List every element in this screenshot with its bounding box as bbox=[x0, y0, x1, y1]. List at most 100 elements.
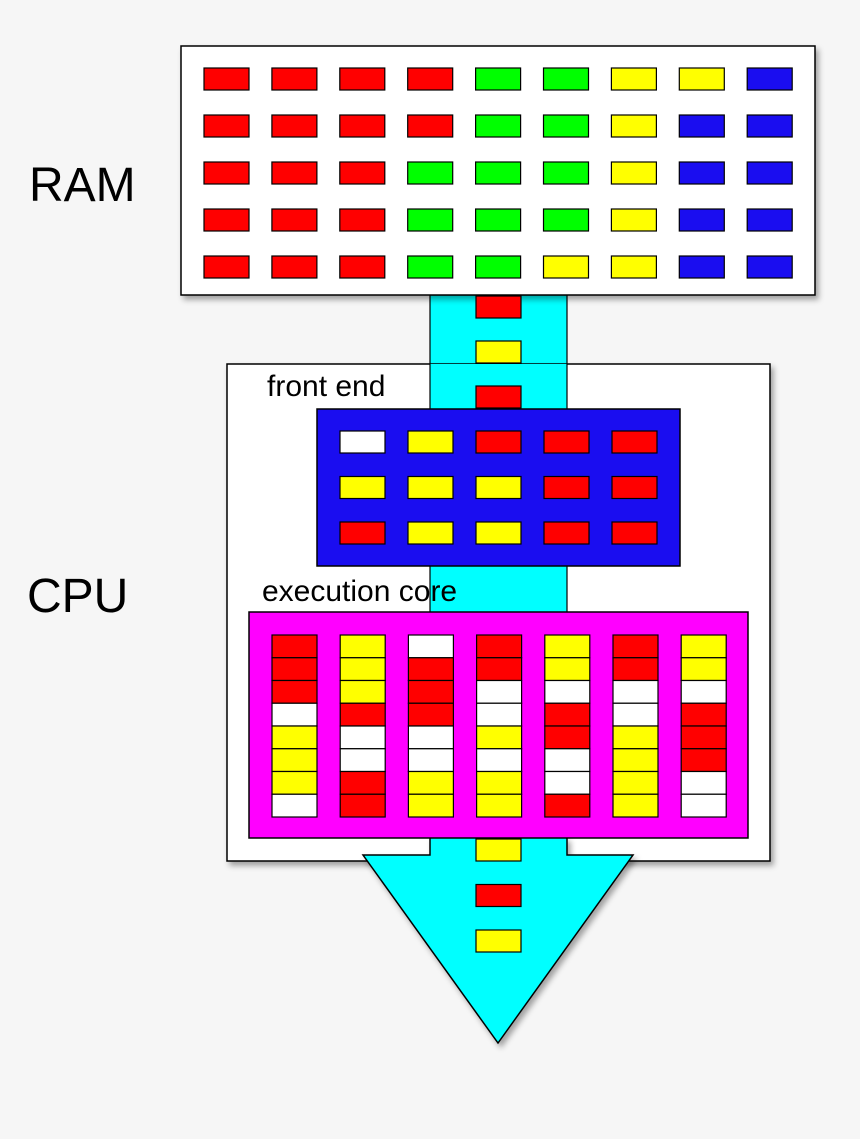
front-end-instruction-cell bbox=[543, 521, 590, 545]
execution-instruction-cell bbox=[339, 770, 386, 795]
execution-instruction-cell bbox=[612, 634, 659, 659]
ram-instruction-cell bbox=[339, 161, 386, 185]
execution-instruction-cell bbox=[612, 748, 659, 773]
outgoing-stream bbox=[475, 838, 522, 953]
ram-instruction-cell bbox=[678, 255, 725, 279]
front-end-grid bbox=[339, 430, 658, 545]
ram-instruction-cell bbox=[407, 255, 454, 279]
ram-instruction-cell bbox=[407, 67, 454, 91]
ram-instruction-cell bbox=[746, 161, 793, 185]
ram-instruction-cell bbox=[339, 114, 386, 138]
execution-core-grid bbox=[271, 634, 727, 818]
ram-instruction-cell bbox=[542, 208, 590, 232]
ram-instruction-cell bbox=[407, 161, 454, 185]
front-end-instruction-cell bbox=[339, 430, 386, 454]
execution-instruction-cell bbox=[339, 679, 386, 704]
ram-instruction-cell bbox=[339, 255, 386, 279]
ram-instruction-cell bbox=[610, 67, 658, 91]
execution-instruction-cell bbox=[612, 793, 659, 818]
ram-instruction-cell bbox=[542, 255, 590, 279]
execution-instruction-cell bbox=[271, 793, 318, 818]
ram-instruction-cell bbox=[203, 67, 250, 91]
outgoing-instruction-cell bbox=[475, 929, 522, 953]
execution-instruction-cell bbox=[544, 679, 591, 704]
cpu-label: CPU bbox=[27, 570, 129, 623]
execution-instruction-cell bbox=[339, 702, 386, 727]
execution-instruction-cell bbox=[612, 657, 659, 682]
execution-instruction-cell bbox=[407, 770, 454, 795]
execution-instruction-cell bbox=[407, 748, 454, 773]
ram-instruction-cell bbox=[678, 161, 725, 185]
execution-core-label: execution core bbox=[262, 575, 458, 608]
execution-instruction-cell bbox=[544, 748, 591, 773]
execution-instruction-cell bbox=[407, 657, 454, 682]
front-end-instruction-cell bbox=[611, 430, 658, 454]
execution-instruction-cell bbox=[271, 748, 318, 773]
execution-instruction-cell bbox=[680, 634, 727, 659]
front-end-instruction-cell bbox=[407, 475, 454, 500]
execution-instruction-cell bbox=[271, 634, 318, 659]
execution-instruction-cell bbox=[476, 634, 523, 659]
ram-instruction-cell bbox=[407, 114, 454, 138]
execution-instruction-cell bbox=[680, 657, 727, 682]
execution-instruction-cell bbox=[339, 793, 386, 818]
execution-instruction-cell bbox=[476, 657, 523, 682]
execution-instruction-cell bbox=[544, 657, 591, 682]
execution-instruction-cell bbox=[476, 793, 523, 818]
ram-instruction-cell bbox=[746, 67, 793, 91]
ram-instruction-cell bbox=[475, 208, 522, 232]
ram-instruction-cell bbox=[678, 67, 725, 91]
execution-instruction-cell bbox=[339, 634, 386, 659]
front-end-instruction-cell bbox=[611, 475, 658, 500]
ram-instruction-cell bbox=[407, 208, 454, 232]
ram-instruction-cell bbox=[271, 255, 318, 279]
execution-instruction-cell bbox=[680, 793, 727, 818]
execution-instruction-cell bbox=[612, 725, 659, 750]
execution-instruction-cell bbox=[476, 725, 523, 750]
ram-instruction-cell bbox=[746, 208, 793, 232]
execution-instruction-cell bbox=[476, 748, 523, 773]
front-end-instruction-cell bbox=[611, 521, 658, 545]
execution-instruction-cell bbox=[680, 748, 727, 773]
ram-instruction-cell bbox=[610, 114, 658, 138]
execution-instruction-cell bbox=[271, 725, 318, 750]
ram-instruction-cell bbox=[542, 67, 590, 91]
execution-instruction-cell bbox=[476, 679, 523, 704]
execution-instruction-cell bbox=[680, 702, 727, 727]
execution-instruction-cell bbox=[476, 770, 523, 795]
execution-instruction-cell bbox=[544, 793, 591, 818]
ram-grid bbox=[203, 67, 793, 279]
front-end-label: front end bbox=[267, 370, 386, 403]
ram-instruction-cell bbox=[746, 255, 793, 279]
execution-instruction-cell bbox=[407, 725, 454, 750]
ram-instruction-cell bbox=[339, 208, 386, 232]
ram-instruction-cell bbox=[475, 67, 522, 91]
incoming-instruction-cell bbox=[475, 385, 522, 409]
ram-instruction-cell bbox=[610, 161, 658, 185]
front-end-instruction-cell bbox=[407, 521, 454, 545]
ram-instruction-cell bbox=[203, 208, 250, 232]
front-end-instruction-cell bbox=[475, 521, 522, 545]
ram-instruction-cell bbox=[475, 255, 522, 279]
execution-instruction-cell bbox=[271, 702, 318, 727]
execution-instruction-cell bbox=[339, 657, 386, 682]
execution-instruction-cell bbox=[407, 702, 454, 727]
ram-instruction-cell bbox=[339, 67, 386, 91]
execution-instruction-cell bbox=[339, 725, 386, 750]
execution-instruction-cell bbox=[680, 679, 727, 704]
execution-instruction-cell bbox=[271, 657, 318, 682]
front-end-instruction-cell bbox=[339, 475, 386, 500]
ram-instruction-cell bbox=[271, 114, 318, 138]
execution-instruction-cell bbox=[271, 679, 318, 704]
execution-instruction-cell bbox=[612, 770, 659, 795]
ram-instruction-cell bbox=[678, 114, 725, 138]
ram-label: RAM bbox=[29, 159, 136, 212]
execution-instruction-cell bbox=[544, 702, 591, 727]
execution-instruction-cell bbox=[407, 793, 454, 818]
ram-instruction-cell bbox=[746, 114, 793, 138]
front-end-instruction-cell bbox=[543, 430, 590, 454]
execution-instruction-cell bbox=[544, 770, 591, 795]
ram-instruction-cell bbox=[542, 161, 590, 185]
